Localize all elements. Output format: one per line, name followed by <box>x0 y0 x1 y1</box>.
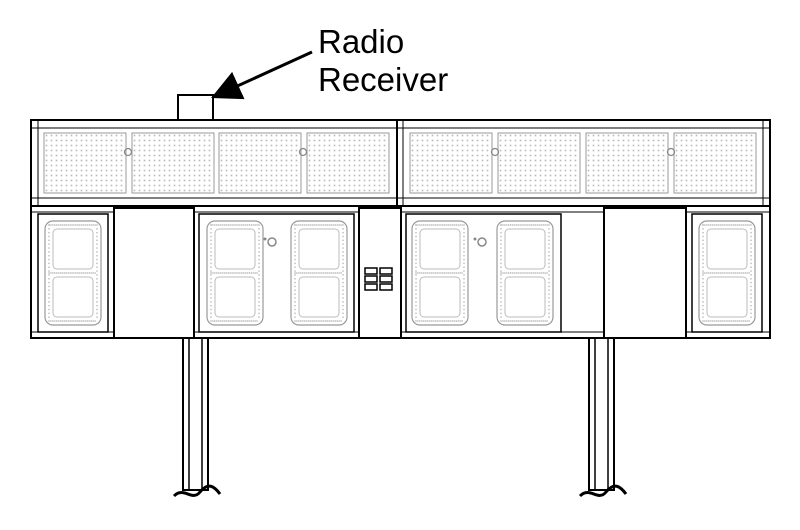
digit-4 <box>411 220 469 326</box>
callout-label-line-2: Receiver <box>318 61 449 98</box>
lower-panel <box>30 205 771 339</box>
digit-1 <box>44 220 102 326</box>
led-module-6 <box>497 132 581 194</box>
callout-arrow <box>211 50 313 100</box>
led-module-5 <box>409 132 493 194</box>
support-post-right <box>578 337 628 498</box>
top-led-modules <box>43 132 757 194</box>
module-indicator-1 <box>123 147 133 157</box>
seven-segment-digits <box>44 220 756 326</box>
top-message-panel <box>30 119 771 207</box>
support-post-left <box>172 337 222 498</box>
module-indicator-4 <box>666 147 676 157</box>
module-indicator-3 <box>490 147 500 157</box>
module-indicator-2 <box>298 147 308 157</box>
led-module-1 <box>43 132 127 194</box>
led-module-3 <box>218 132 302 194</box>
led-module-4 <box>306 132 390 194</box>
center-switch-block <box>364 267 393 291</box>
blank-panel-right <box>603 207 687 339</box>
colon-indicator-right <box>473 237 487 247</box>
digit-6 <box>698 220 756 326</box>
digit-3 <box>290 220 348 326</box>
colon-indicator-left <box>263 237 277 247</box>
digit-2 <box>206 220 264 326</box>
blank-panel-left <box>113 207 195 339</box>
radio-receiver-box <box>177 94 214 121</box>
led-module-7 <box>585 132 669 194</box>
led-module-2 <box>131 132 215 194</box>
led-module-8 <box>673 132 757 194</box>
callout-label-line-1: Radio <box>318 23 405 60</box>
digit-5 <box>496 220 554 326</box>
